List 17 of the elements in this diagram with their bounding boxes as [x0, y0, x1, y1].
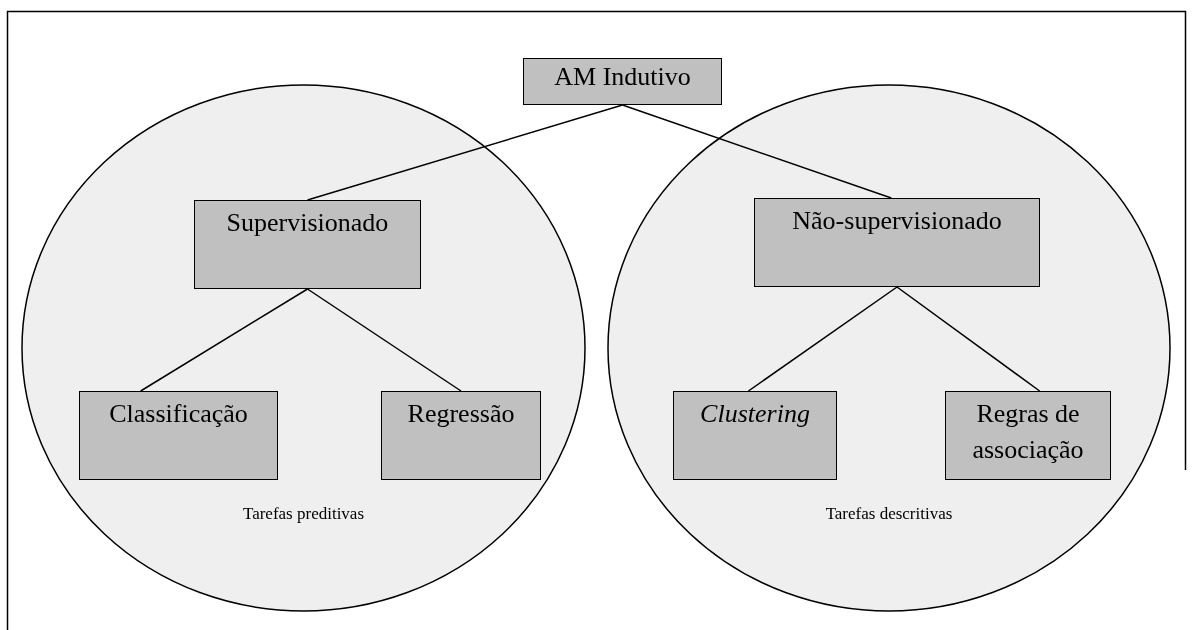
- connector-line: [139, 288, 309, 392]
- connector-line: [896, 286, 1041, 392]
- ellipse-region: [21, 84, 586, 612]
- process-box: Classificação: [79, 391, 278, 480]
- process-box: Clustering: [673, 391, 837, 480]
- connector-line: [747, 286, 898, 392]
- region-label: Tarefas preditivas: [241, 504, 366, 524]
- ellipse-region: [607, 84, 1171, 612]
- connector-line: [306, 104, 624, 201]
- process-box: Regras de associação: [945, 391, 1111, 480]
- connector-line: [306, 288, 462, 392]
- process-box: Supervisionado: [194, 200, 421, 289]
- connector-line: [621, 104, 893, 199]
- process-box: Regressão: [381, 391, 541, 480]
- region-label: Tarefas descritivas: [824, 504, 954, 524]
- process-box: AM Indutivo: [523, 58, 722, 105]
- process-box: Não-supervisionado: [754, 198, 1040, 287]
